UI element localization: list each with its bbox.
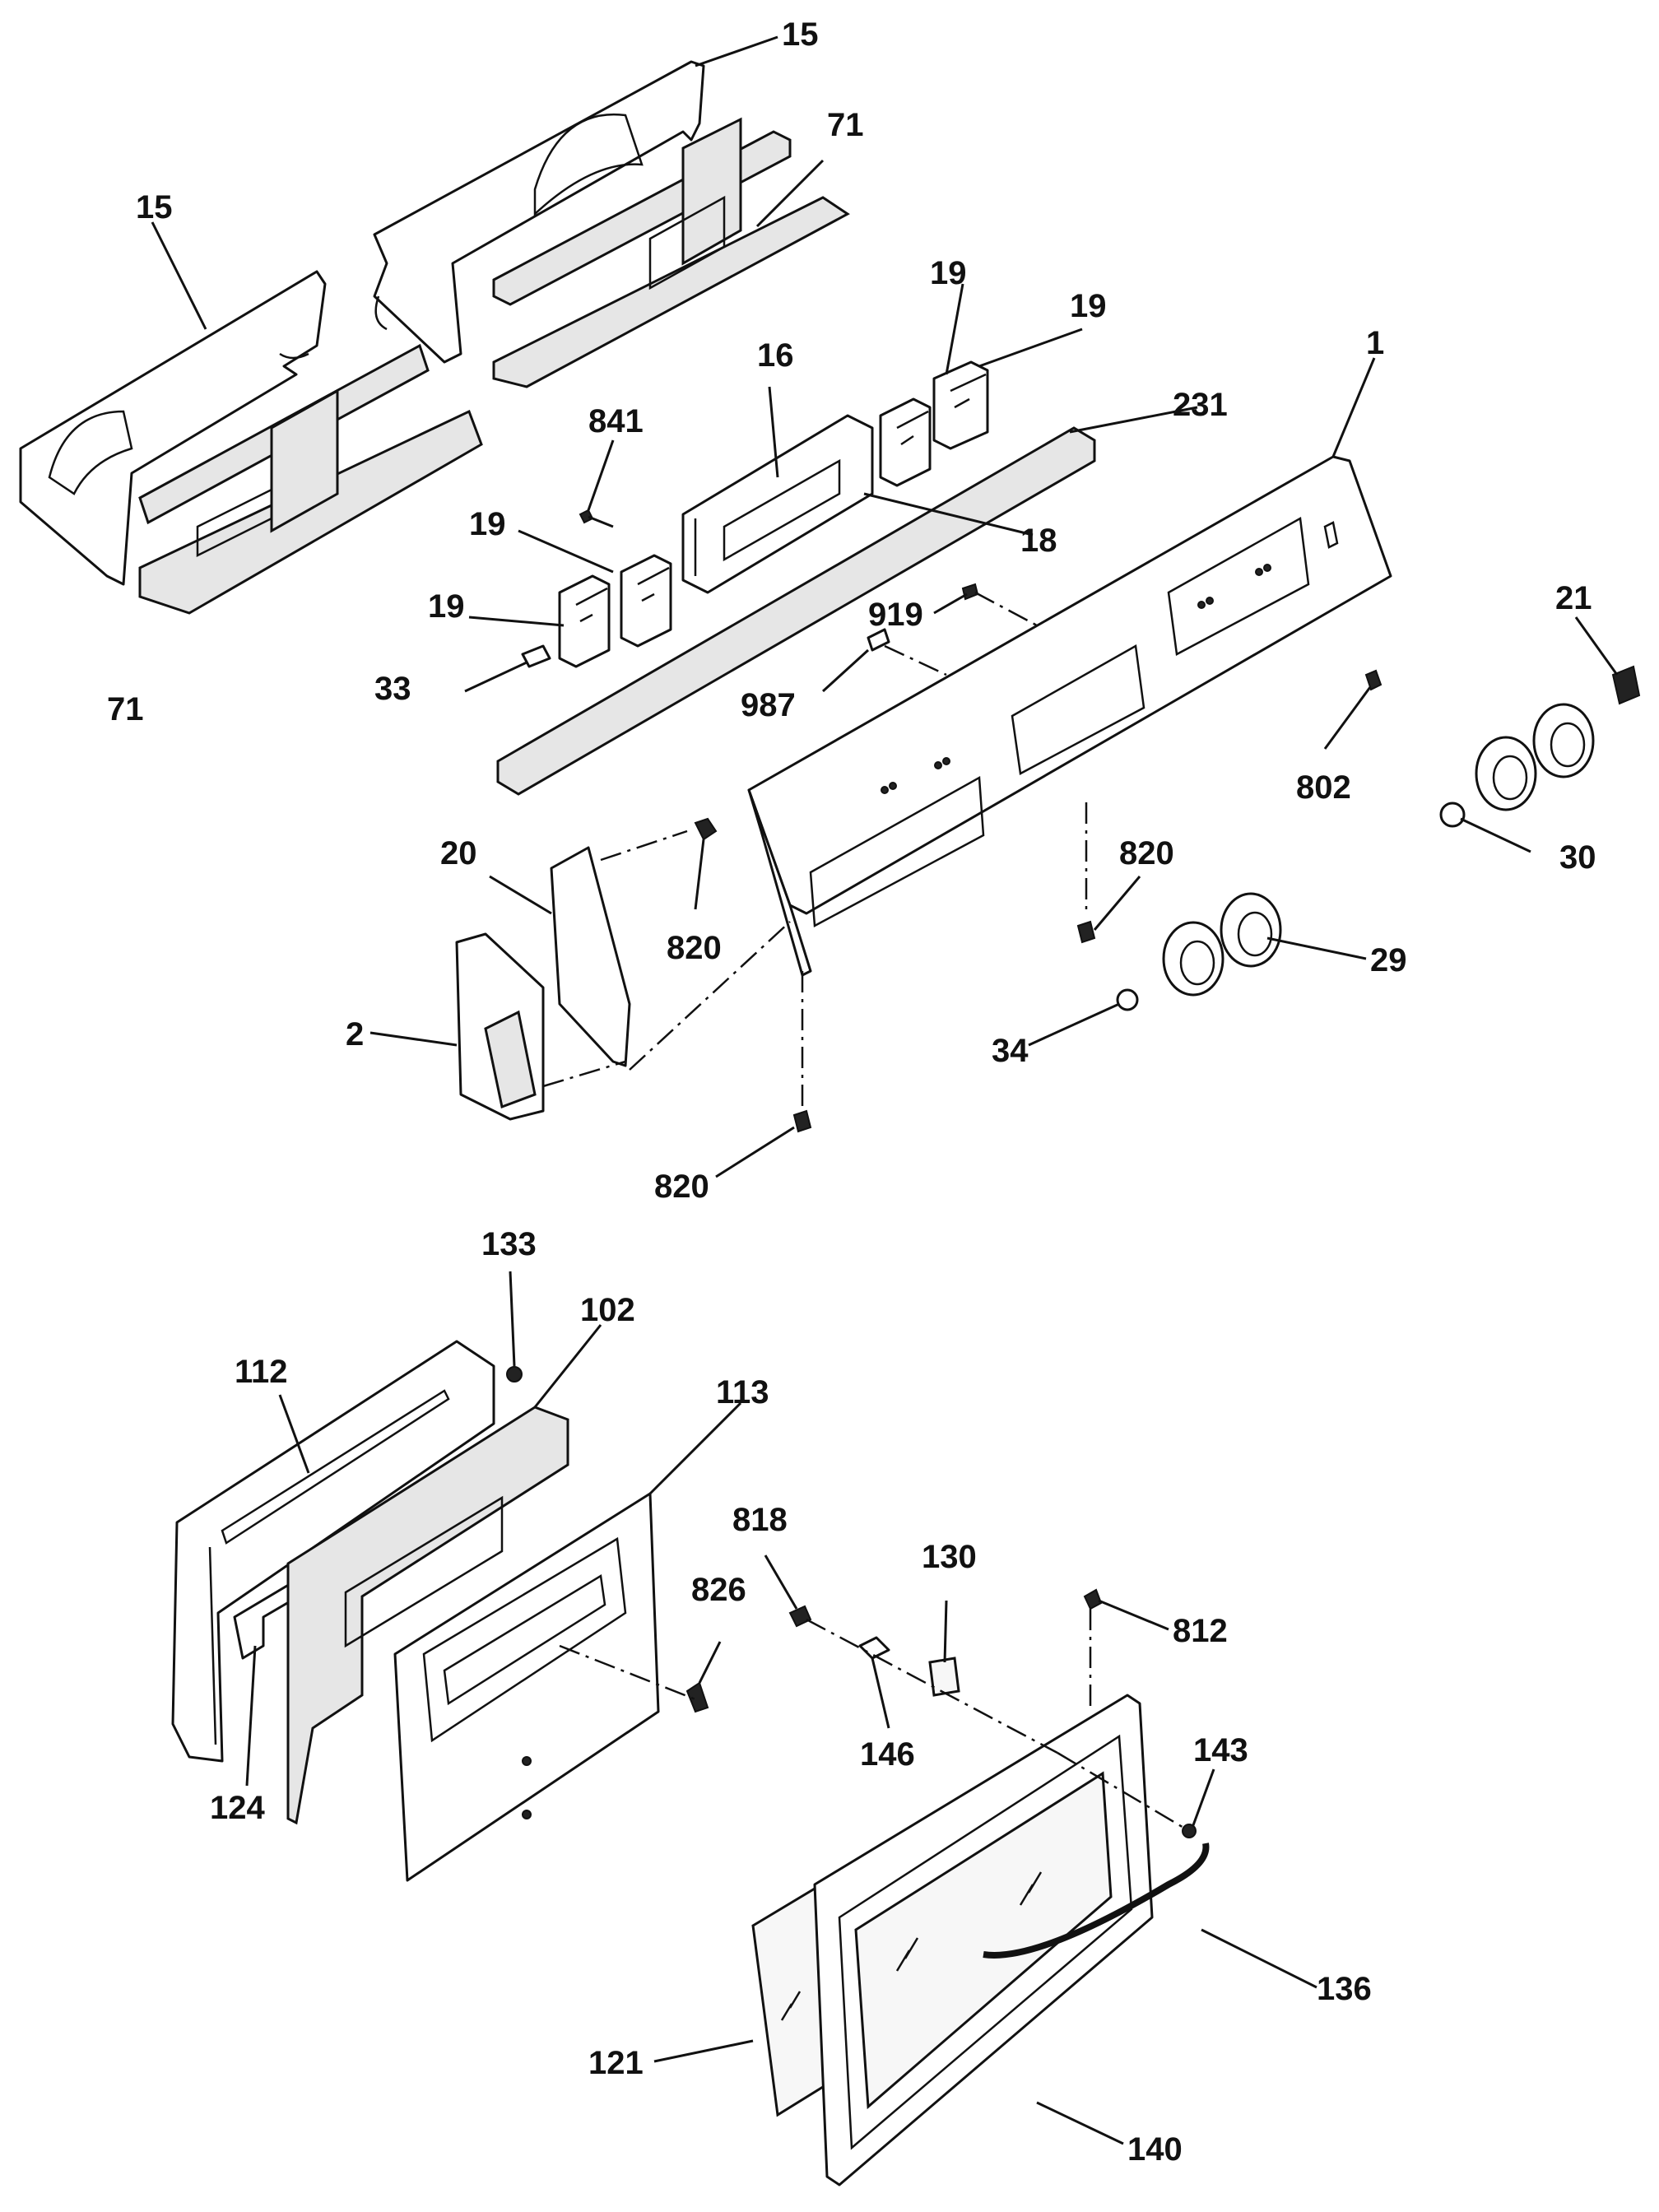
label-146: 146 [860, 1736, 915, 1773]
label-34: 34 [992, 1033, 1029, 1069]
door-handle-136 [983, 1843, 1210, 1959]
assembly-line-lower-1 [559, 1644, 696, 1701]
label-29: 29 [1370, 942, 1407, 978]
label-19-mid-b: 19 [428, 588, 465, 625]
rocker-switch-21 [1611, 665, 1641, 705]
label-102: 102 [580, 1292, 635, 1328]
clock-33 [521, 644, 551, 668]
assembly-line-upper-6 [542, 1060, 626, 1088]
label-133: 133 [481, 1226, 537, 1262]
screw-826 [685, 1681, 709, 1713]
label-1: 1 [1366, 325, 1384, 361]
door-liner-112 [171, 1340, 495, 1763]
end-cap-2 [455, 932, 545, 1121]
pad-130 [928, 1657, 960, 1697]
label-124: 124 [210, 1790, 265, 1826]
label-812: 812 [1173, 1613, 1228, 1649]
label-140: 140 [1127, 2131, 1183, 2168]
assembly-line-lower-4 [1057, 1751, 1186, 1830]
rear-panel-15-left [19, 270, 327, 586]
outer-door-140 [813, 1694, 1154, 2186]
door-frame-113 [393, 1492, 660, 1882]
assembly-line-upper-1 [974, 591, 1038, 627]
screw-133 [506, 1366, 523, 1382]
assembly-line-lower-2 [806, 1618, 1058, 1754]
screw-143 [1182, 1824, 1197, 1838]
label-19-top-a: 19 [930, 255, 967, 291]
infinite-switch-19-b [932, 360, 989, 450]
label-71-top: 71 [827, 107, 864, 143]
label-841: 841 [588, 403, 644, 439]
label-112: 112 [235, 1354, 288, 1390]
control-knobs-29 [1162, 892, 1282, 997]
label-2: 2 [346, 1016, 364, 1053]
infinite-switch-19-d [558, 574, 611, 668]
insulation-strip-231 [496, 426, 1096, 796]
label-820-console: 820 [1119, 835, 1174, 871]
infinite-switch-19-a [879, 397, 932, 487]
label-121: 121 [588, 2045, 644, 2081]
knob-insert-30 [1439, 802, 1466, 828]
screw-818 [788, 1605, 812, 1628]
screw-802 [1364, 669, 1382, 691]
label-16: 16 [757, 337, 794, 374]
label-820-lower: 820 [654, 1169, 709, 1205]
label-19-top-b: 19 [1070, 288, 1107, 324]
label-818: 818 [732, 1502, 788, 1538]
label-30: 30 [1559, 839, 1596, 876]
assembly-line-upper-2 [884, 644, 947, 676]
insulation-panel-102 [286, 1406, 569, 1825]
insulation-71-left [138, 343, 483, 615]
label-130: 130 [922, 1539, 977, 1575]
leader-lines [151, 35, 1619, 2145]
label-113: 113 [716, 1374, 769, 1410]
knob-insert-34 [1116, 988, 1139, 1011]
end-bracket-20 [550, 846, 631, 1067]
screw-841 [579, 509, 614, 528]
label-826: 826 [691, 1572, 746, 1608]
label-802: 802 [1296, 769, 1351, 806]
label-15-top: 15 [782, 16, 819, 53]
assembly-line-upper-5 [629, 921, 791, 1071]
label-15-left: 15 [136, 189, 173, 225]
label-33: 33 [374, 671, 411, 707]
screw-820-console [1076, 920, 1096, 944]
screw-919 [961, 583, 979, 601]
label-20: 20 [440, 835, 477, 871]
label-71-left: 71 [107, 691, 144, 727]
label-143: 143 [1193, 1732, 1248, 1768]
rear-panel-15-right [373, 60, 705, 364]
clip-987 [867, 628, 890, 652]
screw-820-lower [792, 1109, 812, 1133]
label-18: 18 [1020, 523, 1057, 559]
label-231: 231 [1173, 387, 1228, 423]
label-919: 919 [868, 597, 923, 633]
electronic-control-16 [681, 414, 874, 594]
hinge-clip-146 [858, 1636, 890, 1660]
assembly-line-upper-7 [600, 830, 688, 862]
control-knobs-upper [1475, 703, 1595, 811]
backguard-console-1 [747, 455, 1392, 977]
label-21: 21 [1555, 580, 1592, 616]
label-136: 136 [1317, 1971, 1372, 2007]
screw-820-bracket [694, 817, 718, 841]
label-820-bracket: 820 [667, 930, 722, 966]
label-987: 987 [741, 687, 796, 723]
infinite-switch-19-c [620, 554, 672, 648]
insulation-71-top [492, 117, 850, 388]
screw-812 [1083, 1588, 1103, 1610]
label-19-mid-a: 19 [469, 506, 506, 542]
